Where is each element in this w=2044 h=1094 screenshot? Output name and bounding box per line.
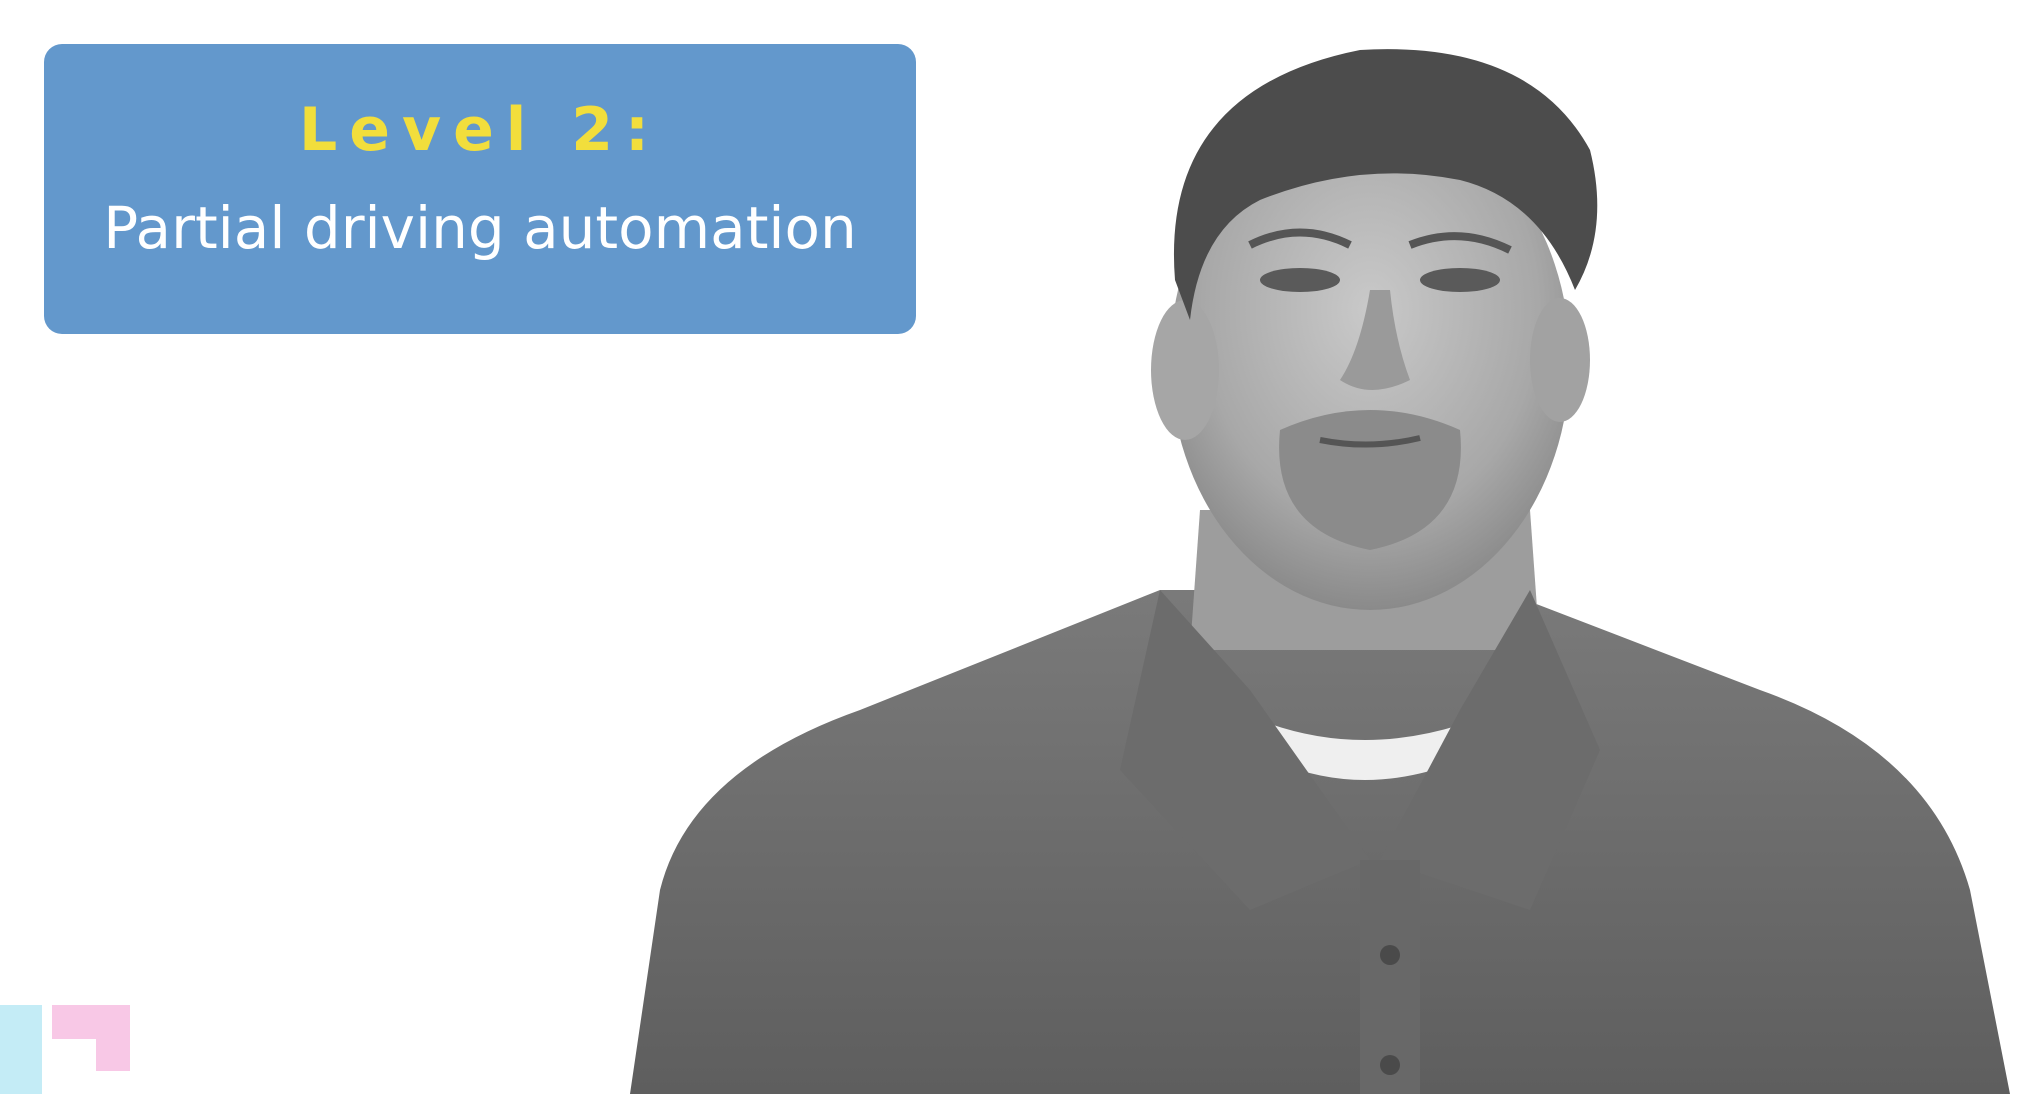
title-card: Level 2: Partial driving automation <box>44 44 916 334</box>
brow-left <box>1248 228 1352 249</box>
nose-shape <box>1340 290 1410 390</box>
brow-right <box>1408 232 1512 254</box>
level-label: Level 2: <box>299 95 661 165</box>
hair-shape <box>1173 49 1598 321</box>
button-1 <box>1380 945 1400 965</box>
goatee-shape <box>1279 410 1461 550</box>
ear-left <box>1151 300 1219 440</box>
level-description: Partial driving automation <box>103 194 857 262</box>
ear-right <box>1530 298 1590 422</box>
presenter-image <box>630 49 2010 1094</box>
eye-left <box>1260 268 1340 292</box>
eye-right <box>1420 268 1500 292</box>
collar-right <box>1380 590 1600 910</box>
button-2 <box>1380 1055 1400 1075</box>
brand-logo-icon <box>0 1005 130 1094</box>
collar-left <box>1120 590 1370 910</box>
mouth-shape <box>1319 435 1421 448</box>
